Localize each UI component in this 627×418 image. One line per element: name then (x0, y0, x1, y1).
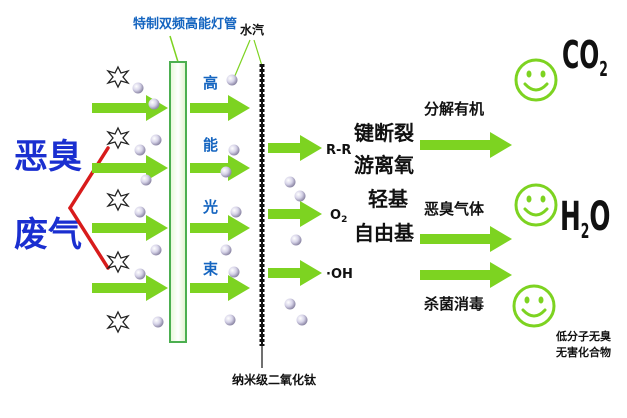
process-line: 轻基 (368, 187, 409, 211)
molecule-sphere (140, 174, 152, 186)
radical-arrows (268, 135, 322, 286)
pollutant-starburst-icon (106, 250, 130, 274)
molecule-sphere (220, 166, 232, 178)
lamp-label: 特制双频高能灯管 (133, 16, 237, 32)
h2o-o: O (589, 193, 610, 240)
process-line: 自由基 (354, 221, 415, 245)
effect-labels: 分解有机 恶臭气体 杀菌消毒 (424, 100, 485, 313)
energy-char: 束 (203, 260, 219, 278)
radical-arrow (268, 201, 322, 227)
radical-label-rr: R-R (326, 143, 351, 158)
beam-arrow (190, 155, 250, 181)
co2-main: CO (562, 34, 599, 77)
pollutant-starburst-icon (106, 126, 130, 150)
vapor-leader-line (253, 39, 263, 67)
smiley-icon (514, 58, 558, 102)
molecule-sphere (134, 144, 146, 156)
process-line: 游离氧 (354, 153, 414, 177)
molecule-sphere (230, 206, 242, 218)
molecule-sphere (224, 314, 236, 326)
molecule-sphere (150, 134, 162, 146)
h2o-h: H (560, 193, 581, 240)
energy-char: 高 (203, 74, 218, 92)
pollutant-starburst-icon (106, 188, 130, 212)
vapor-label: 水汽 (240, 22, 264, 37)
energy-char: 光 (202, 198, 218, 216)
effect-label: 杀菌消毒 (424, 295, 484, 313)
smiley-icon (514, 183, 558, 227)
source-fork (68, 146, 110, 270)
beam-arrow (190, 95, 250, 121)
beam-arrow (190, 215, 250, 241)
smiley-icon (512, 284, 556, 328)
radical-label-oh: ·OH (326, 267, 353, 282)
output-arrow (420, 132, 512, 158)
molecule-spheres (132, 74, 308, 328)
output-residue-line2: 无害化合物 (555, 345, 611, 359)
pollutant-starburst-icons (106, 65, 130, 334)
molecule-sphere (220, 244, 232, 256)
radical-arrow (268, 135, 322, 161)
molecule-sphere (152, 316, 164, 328)
radical-o-main: O (330, 208, 341, 223)
radical-label-o2: O2 (330, 208, 347, 225)
molecule-sphere (132, 82, 144, 94)
beam-arrow (190, 275, 250, 301)
input-arrow (92, 215, 168, 241)
source-label-line1: 恶臭 (14, 137, 82, 177)
energy-beam-labels: 高 能 光 束 (202, 74, 219, 278)
pollutant-starburst-icon (106, 65, 130, 89)
molecule-sphere (290, 234, 302, 246)
molecule-sphere (148, 98, 160, 110)
energy-char: 能 (203, 136, 218, 154)
molecule-sphere (226, 74, 238, 86)
input-arrow (92, 155, 168, 181)
radical-arrow (268, 260, 322, 286)
lamp-leader-line (169, 35, 179, 63)
molecule-sphere (150, 244, 162, 256)
h2o-subscript: 2 (581, 220, 590, 243)
molecule-sphere (294, 190, 306, 202)
output-co2: CO2 (562, 34, 608, 80)
molecule-sphere (228, 144, 240, 156)
input-arrow (92, 95, 168, 121)
beam-arrows (190, 95, 250, 301)
radical-o-subscript: 2 (341, 215, 347, 225)
input-arrows (92, 95, 168, 301)
source-label-line2: 废气 (14, 215, 82, 255)
molecule-sphere (134, 268, 146, 280)
molecule-sphere (134, 206, 146, 218)
output-arrow (420, 262, 512, 288)
co2-subscript: 2 (599, 58, 608, 81)
molecule-sphere (284, 298, 296, 310)
output-arrow (420, 226, 512, 252)
molecule-sphere (228, 266, 240, 278)
process-line: 键断裂 (354, 121, 414, 145)
output-residue-line1: 低分子无臭 (555, 329, 611, 343)
pollutant-starburst-icon (106, 310, 130, 334)
process-text-block: 键断裂 游离氧 轻基 自由基 (354, 121, 415, 245)
effect-label: 恶臭气体 (424, 200, 485, 218)
molecule-sphere (284, 176, 296, 188)
output-h2o: H2O (560, 193, 610, 243)
vapor-leader-line (233, 39, 251, 79)
catalyst-label: 纳米级二氧化钛 (232, 372, 317, 387)
uv-lamp-tube (169, 61, 187, 343)
effect-label: 分解有机 (424, 100, 484, 118)
input-arrow (92, 275, 168, 301)
molecule-sphere (296, 314, 308, 326)
output-arrows (420, 132, 512, 288)
